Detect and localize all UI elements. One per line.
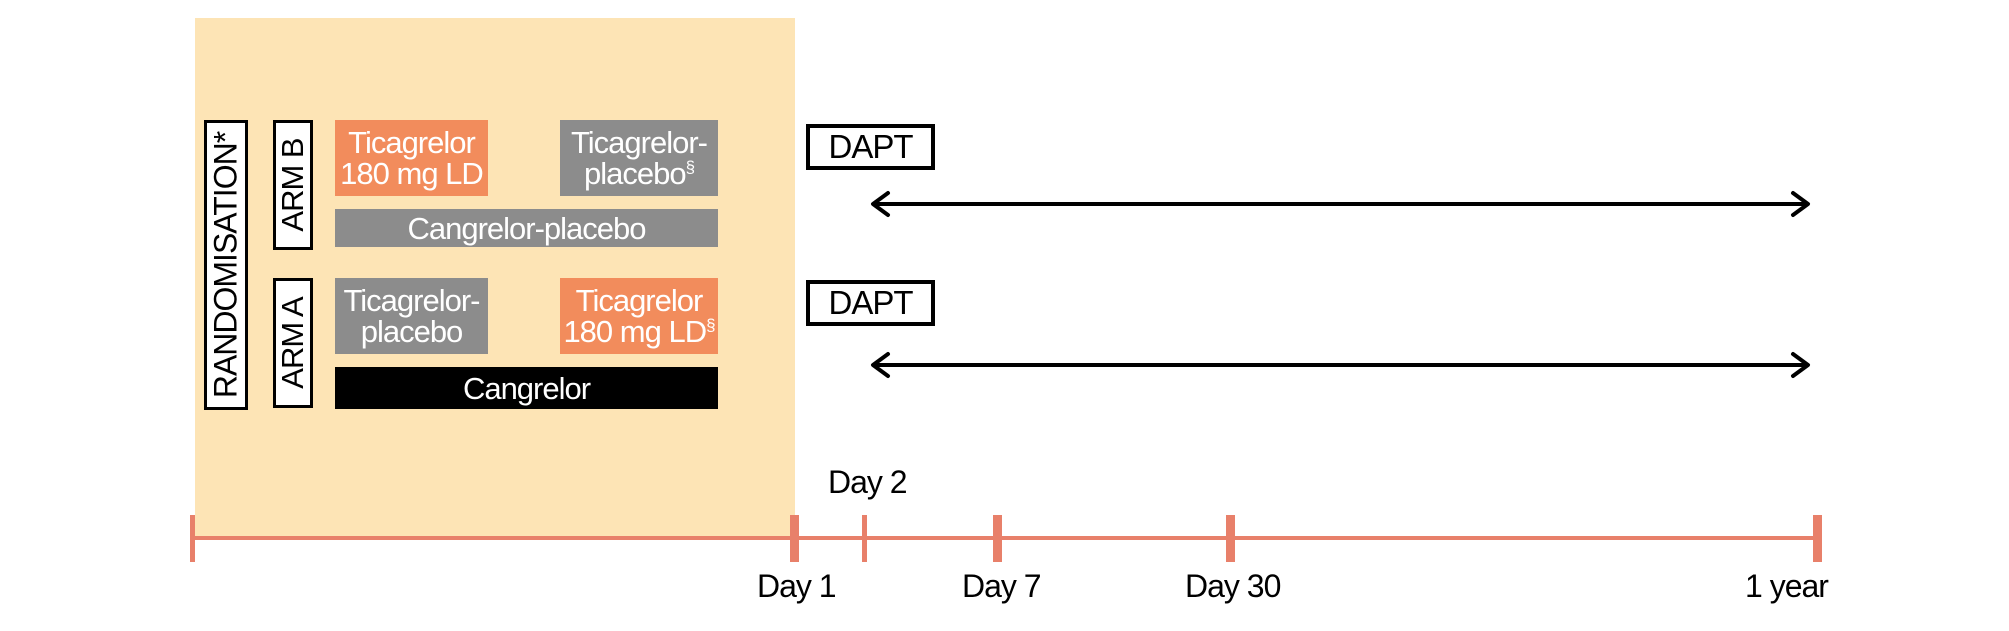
timeline-tick-day1 bbox=[790, 515, 799, 562]
arm-b-dapt-label: DAPT bbox=[828, 128, 913, 165]
timeline-tick-1year bbox=[1813, 515, 1822, 562]
arm-a-infusion-label: Cangrelor bbox=[462, 370, 591, 406]
arm-a-ld-line2: 180 mg LD bbox=[563, 314, 707, 349]
timeline-label-day7: Day 7 bbox=[962, 568, 1042, 604]
arm-b-placebo-line1: Ticagrelor- bbox=[571, 125, 708, 160]
arm-b-dapt-box: DAPT bbox=[806, 124, 935, 170]
arm-b-ld-line2: 180 mg LD bbox=[340, 156, 484, 191]
arm-b-ticagrelor-loading-dose: Ticagrelor 180 mg LD bbox=[335, 120, 488, 196]
arm-a-ticagrelor-placebo: Ticagrelor- placebo bbox=[335, 278, 488, 354]
arm-b-dapt-duration-arrow bbox=[871, 191, 1810, 217]
timeline-tick-day2 bbox=[862, 515, 867, 562]
arm-b-cangrelor-placebo-infusion: Cangrelor-placebo bbox=[335, 209, 718, 247]
arm-b-placebo-line2: placebo bbox=[583, 156, 687, 191]
timeline-tick-day30 bbox=[1226, 515, 1235, 562]
arm-b-ticagrelor-placebo: Ticagrelor- placebo§ bbox=[560, 120, 718, 196]
timeline-label-1year: 1 year bbox=[1745, 568, 1829, 604]
timeline-label-day30: Day 30 bbox=[1185, 568, 1281, 604]
arm-a-ticagrelor-loading-dose: Ticagrelor 180 mg LD§ bbox=[560, 278, 718, 354]
timeline-tick-day7 bbox=[993, 515, 1002, 562]
arm-a-placebo-line1: Ticagrelor- bbox=[343, 283, 481, 318]
arm-a-ld-footnote-mark: § bbox=[706, 315, 716, 335]
arm-b-placebo-footnote-mark: § bbox=[685, 157, 696, 177]
timeline bbox=[190, 515, 1822, 562]
timeline-tick-start bbox=[190, 515, 195, 562]
arm-a-placebo-line2: placebo bbox=[360, 314, 464, 349]
arm-a-ld-line1: Ticagrelor bbox=[575, 283, 704, 318]
randomisation-box: RANDOMISATION* bbox=[204, 120, 248, 410]
arm-a-cangrelor-infusion: Cangrelor bbox=[335, 367, 718, 409]
arm-a-dapt-duration-arrow bbox=[871, 352, 1810, 378]
arm-a-dapt-box: DAPT bbox=[806, 280, 935, 326]
arm-b-infusion-label: Cangrelor-placebo bbox=[407, 210, 646, 246]
timeline-label-day1: Day 1 bbox=[757, 568, 837, 604]
timeline-label-day2: Day 2 bbox=[828, 464, 908, 500]
arm-a-dapt-label: DAPT bbox=[828, 284, 913, 321]
arm-b-label-box: ARM B bbox=[273, 120, 313, 250]
arm-a-label-box: ARM A bbox=[273, 278, 313, 408]
arm-b-ld-line1: Ticagrelor bbox=[348, 125, 476, 160]
